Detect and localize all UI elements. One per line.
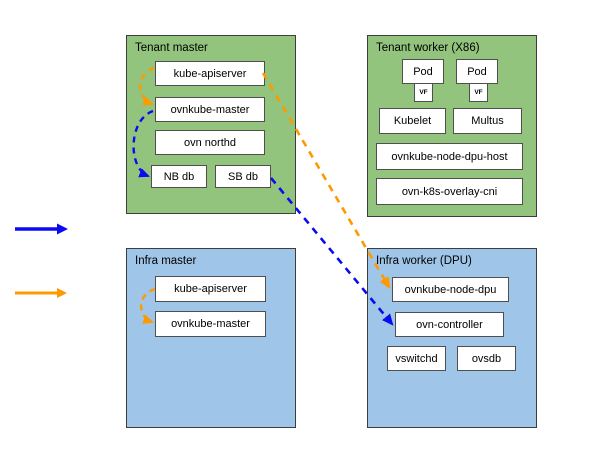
group-title-tenant-worker: Tenant worker (X86) [376,42,480,54]
node-tm-ovnkube-master: ovnkube-master [155,97,265,122]
group-title-tenant-master: Tenant master [135,42,208,54]
node-tm-kube-apiserver: kube-apiserver [155,61,265,86]
group-title-infra-worker: Infra worker (DPU) [376,255,472,267]
group-title-infra-master: Infra master [135,255,197,267]
group-infra-master: Infra master [126,248,296,428]
node-tw-multus: Multus [453,108,522,134]
group-infra-worker: Infra worker (DPU) [367,248,537,428]
node-tw-vf-2: VF [469,83,488,102]
legend-blue-arrow-icon [15,223,68,235]
node-iw-ovsdb: ovsdb [457,346,516,371]
node-im-ovnkube-master: ovnkube-master [155,311,266,337]
node-tw-pod-2: Pod [456,59,498,84]
node-tm-sb-db: SB db [215,165,271,188]
node-tm-nb-db: NB db [151,165,207,188]
node-iw-ovnkube-node-dpu: ovnkube-node-dpu [392,277,509,302]
node-iw-vswitchd: vswitchd [387,346,446,371]
node-tw-pod-1: Pod [402,59,444,84]
node-tw-ovn-k8s-overlay-cni: ovn-k8s-overlay-cni [376,178,523,205]
node-tw-vf-1: VF [414,83,433,102]
node-tw-ovnkube-node-dpu-host: ovnkube-node-dpu-host [376,143,523,170]
node-im-kube-apiserver: kube-apiserver [155,276,266,302]
node-tw-kubelet: Kubelet [379,108,446,134]
node-tm-ovn-northd: ovn northd [155,130,265,155]
legend-orange-arrow-icon [15,288,67,298]
node-iw-ovn-controller: ovn-controller [395,312,504,337]
